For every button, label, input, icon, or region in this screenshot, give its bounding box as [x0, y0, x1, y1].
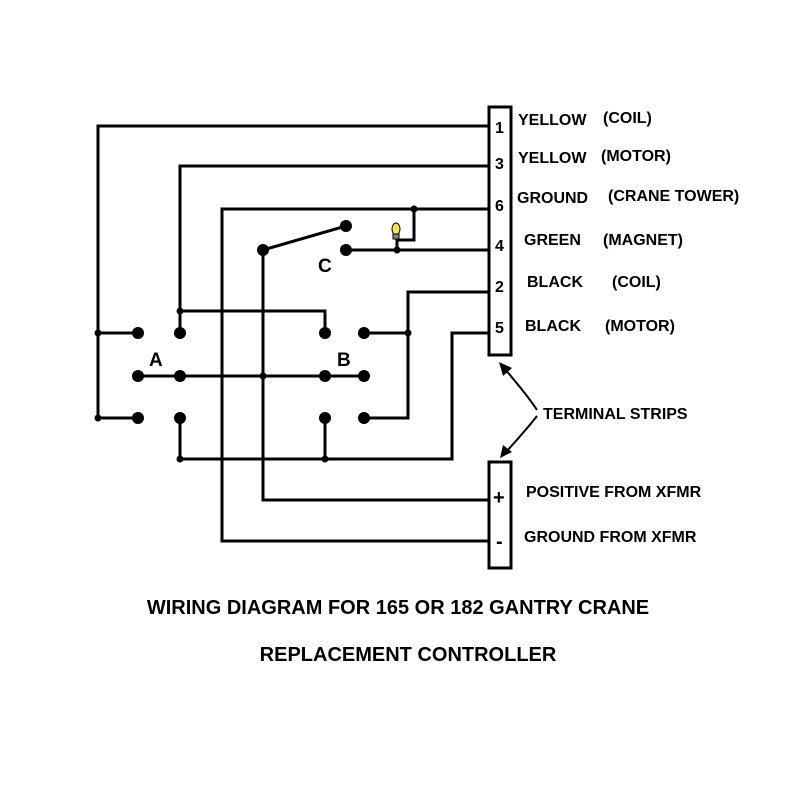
junction-left-bottom	[94, 414, 102, 422]
terminal-6-function: (CRANE TOWER)	[608, 188, 739, 205]
contact-a-5	[132, 412, 144, 424]
junction-a-b-top	[176, 307, 184, 315]
wire-a-to-b-top	[178, 309, 327, 335]
wire-terminal-5	[178, 331, 491, 461]
wire-terminal-1	[96, 124, 491, 420]
positive-symbol: +	[493, 487, 505, 509]
terminal-number-1: 1	[495, 120, 504, 137]
terminal-strips-label: TERMINAL STRIPS	[543, 406, 688, 423]
contact-a-3	[132, 370, 144, 382]
terminal-number-3: 3	[495, 156, 504, 173]
contact-a-1	[132, 327, 144, 339]
switch-contacts	[94, 205, 418, 463]
contact-c-top	[340, 220, 352, 232]
contact-b-6	[358, 412, 370, 424]
arrow-up-line	[503, 367, 538, 411]
contact-c-bottom	[340, 244, 352, 256]
wire-switch-c-common	[261, 248, 491, 502]
junction-terminal-2	[404, 329, 412, 337]
terminal-1-color: YELLOW	[518, 112, 587, 129]
positive-label: POSITIVE FROM XFMR	[526, 484, 702, 501]
terminal-strip-bottom	[487, 460, 513, 570]
switch-b-label: B	[337, 350, 351, 371]
contact-b-4	[358, 370, 370, 382]
switch-a-label: A	[149, 350, 163, 371]
ground-label: GROUND FROM XFMR	[524, 529, 697, 546]
arrow-down-line	[505, 415, 538, 453]
contact-a-2	[174, 327, 186, 339]
terminal-4-color: GREEN	[524, 232, 581, 249]
wire-terminal-2	[362, 290, 491, 420]
terminal-6-color: GROUND	[517, 190, 588, 207]
diagram-title-line-2: REPLACEMENT CONTROLLER	[260, 644, 557, 666]
wires	[96, 124, 491, 543]
terminal-number-4: 4	[495, 238, 504, 255]
wire-lamp-loop	[396, 207, 416, 242]
terminal-2-color: BLACK	[527, 274, 583, 291]
contact-b-3	[319, 370, 331, 382]
junction-center	[259, 372, 267, 380]
lamp-icon	[391, 222, 401, 240]
arrow-down-head	[500, 445, 512, 458]
junction-lamp-top	[410, 205, 418, 213]
negative-symbol: -	[496, 531, 503, 553]
junction-bottom-b	[321, 455, 329, 463]
terminal-strip-pointer	[499, 362, 538, 458]
terminal-number-2: 2	[495, 279, 504, 296]
contact-a-4	[174, 370, 186, 382]
terminal-3-function: (MOTOR)	[601, 148, 671, 165]
terminal-3-color: YELLOW	[518, 150, 587, 167]
contact-a-6	[174, 412, 186, 424]
arrow-up-head	[499, 362, 512, 376]
switch-c-lever	[261, 224, 348, 252]
terminal-number-5: 5	[495, 320, 504, 337]
contact-b-2	[358, 327, 370, 339]
contact-b-5	[319, 412, 331, 424]
wire-terminal-3	[178, 164, 491, 335]
contact-b-1	[319, 327, 331, 339]
contact-c-common	[257, 244, 269, 256]
junction-bottom-a	[176, 455, 184, 463]
terminal-number-6: 6	[495, 198, 504, 215]
diagram-title-line-1: WIRING DIAGRAM FOR 165 OR 182 GANTRY CRA…	[147, 597, 649, 619]
terminal-5-function: (MOTOR)	[605, 318, 675, 335]
terminal-2-function: (COIL)	[612, 274, 661, 291]
junction-lamp-bottom	[393, 246, 401, 254]
switch-c-label: C	[318, 256, 332, 277]
junction-left-top	[94, 329, 102, 337]
terminal-5-color: BLACK	[525, 318, 581, 335]
terminal-strip-top	[487, 105, 513, 357]
terminal-4-function: (MAGNET)	[603, 232, 683, 249]
terminal-1-function: (COIL)	[603, 110, 652, 127]
